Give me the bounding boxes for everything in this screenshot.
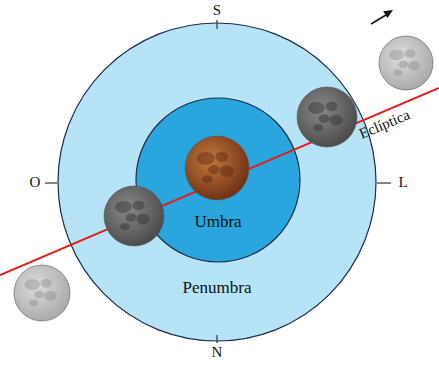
moon-disc xyxy=(104,186,164,246)
compass-tick xyxy=(45,182,57,183)
moon-crater xyxy=(44,291,56,301)
moon-crater xyxy=(126,213,137,221)
compass-label: N xyxy=(212,344,223,361)
moon-disc xyxy=(14,265,70,321)
moon-crater xyxy=(24,279,40,290)
moon-crater xyxy=(329,115,342,126)
moon-crater xyxy=(215,152,228,162)
moon-crater xyxy=(326,102,338,112)
moon-crater xyxy=(408,61,420,71)
moon-crater xyxy=(136,214,149,225)
moon-crater xyxy=(34,290,44,298)
moon-disc xyxy=(379,36,433,90)
moon-crater xyxy=(120,223,130,230)
moon-crater xyxy=(394,69,403,75)
compass-label: S xyxy=(213,2,221,19)
moon-crater xyxy=(389,50,404,61)
compass-tick xyxy=(216,335,217,343)
moon-crater xyxy=(197,152,215,165)
compass-label: O xyxy=(30,174,41,191)
moon-figure xyxy=(14,265,70,321)
moon-figure xyxy=(185,136,249,200)
moon-crater xyxy=(202,175,212,183)
moon-crater xyxy=(133,201,145,211)
moon-crater xyxy=(319,114,330,122)
moon-disc xyxy=(185,136,249,200)
compass-tick xyxy=(377,182,391,183)
region-outline xyxy=(58,23,376,341)
moon-crater xyxy=(398,61,408,69)
moon-figure xyxy=(297,87,357,147)
moon-crater xyxy=(308,102,325,114)
compass-tick xyxy=(216,20,217,29)
moon-crater xyxy=(115,201,132,213)
moon-crater xyxy=(313,124,323,131)
ecliptic-line xyxy=(0,88,439,275)
region-outline xyxy=(136,98,300,262)
moon-disc xyxy=(297,87,357,147)
region-name: Penumbra xyxy=(183,278,252,298)
moon-crater xyxy=(220,165,234,177)
moon-crater xyxy=(208,165,220,174)
region-name: Umbra xyxy=(194,212,241,232)
moon-figure xyxy=(379,36,433,90)
moon-crater xyxy=(41,279,52,288)
compass-label: L xyxy=(398,174,407,191)
motion-arrowhead xyxy=(383,10,393,18)
ecliptic-label: Eclíptica xyxy=(357,107,413,144)
motion-arrow xyxy=(371,15,386,24)
moon-crater xyxy=(29,299,38,306)
moon-figure xyxy=(104,186,164,246)
moon-crater xyxy=(405,49,416,58)
